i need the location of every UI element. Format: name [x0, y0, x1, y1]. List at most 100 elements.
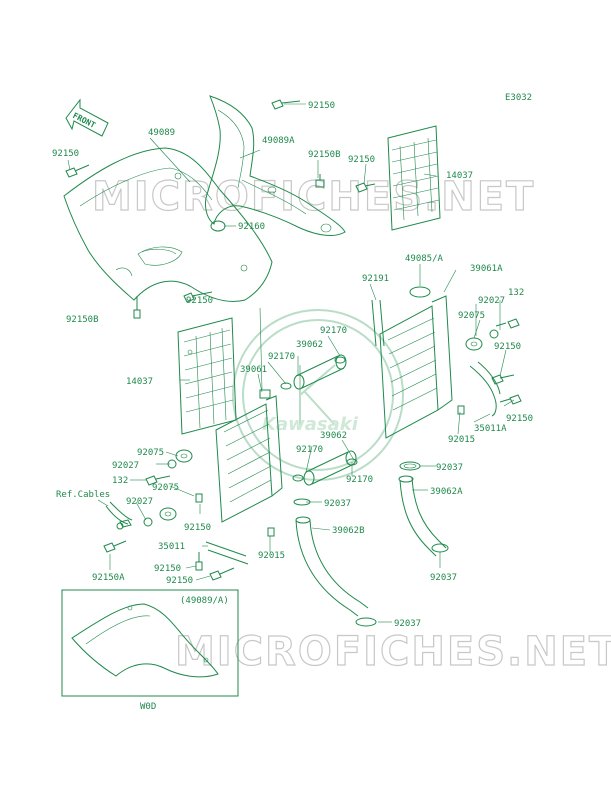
bolt-icon — [491, 374, 515, 385]
grommet-icon — [465, 337, 483, 351]
radiator-shroud — [63, 147, 273, 302]
bolt-icon — [315, 174, 325, 188]
side-cover-panel — [205, 95, 346, 236]
clip-icon — [267, 527, 275, 537]
callout-92170-upper: 92170 — [320, 326, 347, 336]
callout-ref-cables: Ref.Cables — [56, 490, 110, 500]
callout-92037-a: 92037 — [436, 463, 463, 473]
callout-49089: 49089 — [148, 128, 175, 138]
radiator-right — [379, 286, 453, 439]
callout-92150-top-right: 92150 — [348, 155, 375, 165]
callout-92150-lower-b: 92150 — [154, 564, 181, 574]
callout-92191: 92191 — [362, 274, 389, 284]
grommet-icon — [159, 507, 177, 521]
bolt-icon — [145, 475, 171, 486]
front-arrow-icon: FRONT — [65, 98, 109, 137]
bracket-left — [205, 541, 249, 565]
callout-92075-left-a: 92075 — [137, 448, 164, 458]
callout-39062b: 39062B — [332, 526, 365, 536]
callout-92037-c: 92037 — [430, 573, 457, 583]
callout-92160: 92160 — [238, 222, 265, 232]
bolt-icon — [499, 394, 522, 405]
variant-inset — [61, 589, 239, 697]
callout-39062a: 39062A — [430, 487, 463, 497]
collar-icon — [489, 329, 499, 339]
bolt-icon — [195, 552, 203, 571]
bolt-icon — [103, 540, 127, 553]
callout-132-left: 132 — [112, 476, 128, 486]
callout-92150-top: 92150 — [308, 101, 335, 111]
overflow-hose — [371, 299, 385, 347]
clip-icon — [457, 405, 465, 415]
leader-lines — [67, 103, 515, 623]
bolt-icon — [209, 567, 235, 581]
callout-92027-right: 92027 — [478, 296, 505, 306]
callout-49085a: 49085/A — [405, 254, 444, 264]
bolt-icon — [119, 519, 132, 528]
callout-92037-d: 92037 — [394, 619, 421, 629]
callout-132-right: 132 — [508, 288, 524, 298]
callout-92170-left-upper: 92170 — [268, 352, 295, 362]
callout-92170-left-lower: 92170 — [296, 445, 323, 455]
watermark-top: MICROFICHES.NET — [92, 174, 535, 220]
bolt-icon — [133, 296, 141, 319]
callout-92037-b: 92037 — [324, 499, 351, 509]
callout-92170-lower: 92170 — [346, 475, 373, 485]
bolt-icon — [495, 318, 520, 329]
callout-14037-top: 14037 — [446, 171, 473, 181]
collar-icon — [143, 517, 153, 527]
hose-lower-right — [398, 475, 447, 557]
front-arrow-label: FRONT — [71, 111, 97, 130]
diagram-code: E3032 — [505, 93, 532, 103]
callout-92015-right: 92015 — [448, 435, 475, 445]
callout-39062-lower: 39062 — [320, 431, 347, 441]
hose-upper — [293, 354, 347, 390]
callout-92150-mid: 92150 — [186, 296, 213, 306]
callout-labels: 92150 49089 49089A 92150 92150B 92150 14… — [52, 101, 533, 712]
inset-variant-label: (49089/A) — [180, 596, 229, 606]
hose-clamp-icon — [355, 617, 377, 627]
callout-92150-lower-c: 92150 — [166, 576, 193, 586]
radiator-guard-left — [177, 317, 237, 435]
grommet-icon — [210, 220, 226, 232]
callout-92150b-top: 92150B — [308, 150, 341, 160]
callout-92150a: 92150A — [92, 573, 125, 583]
watermark-bottom: MICROFICHES.NET — [175, 629, 611, 675]
callout-39062-upper: 39062 — [296, 340, 323, 350]
callout-49089a: 49089A — [262, 136, 295, 146]
callout-92150-right-b: 92150 — [506, 414, 533, 424]
kawasaki-logo-text: Kawasaki — [262, 414, 359, 435]
hose-clamp-icon — [280, 382, 292, 390]
bracket-right — [469, 361, 501, 417]
cable-clamp-icon — [105, 501, 133, 530]
callout-92150b-left: 92150B — [66, 315, 99, 325]
grommet-icon — [175, 449, 193, 463]
callout-92150-top-left: 92150 — [52, 149, 79, 159]
callout-39061a: 39061A — [470, 264, 503, 274]
bolt-icon — [271, 99, 301, 110]
callout-92015-left: 92015 — [258, 551, 285, 561]
bolt-icon — [195, 493, 203, 503]
callout-35011a: 35011A — [474, 424, 507, 434]
hose-clamp-icon — [399, 461, 421, 471]
radiator-cap-icon — [409, 286, 431, 298]
callout-14037-left: 14037 — [126, 377, 153, 387]
callout-92027-left-a: 92027 — [112, 461, 139, 471]
inset-footer-label: W0D — [140, 702, 156, 712]
callout-92027-left-b: 92027 — [126, 497, 153, 507]
callout-92075-left-b: 92075 — [152, 483, 179, 493]
callout-39061: 39061 — [240, 365, 267, 375]
hose-lower-left — [295, 516, 369, 617]
bolt-icon — [65, 164, 90, 178]
radiator-left — [215, 389, 283, 523]
hose-clamp-icon — [292, 474, 304, 482]
callout-92075-right: 92075 — [458, 311, 485, 321]
hose-clamp-icon — [334, 356, 346, 364]
kawasaki-logo: Kawasaki — [232, 309, 404, 481]
bolt-icon — [355, 182, 376, 193]
bolt-icon — [183, 291, 213, 303]
callout-35011: 35011 — [158, 542, 185, 552]
callout-92150-lower-a: 92150 — [184, 523, 211, 533]
callout-92150-right-a: 92150 — [494, 342, 521, 352]
